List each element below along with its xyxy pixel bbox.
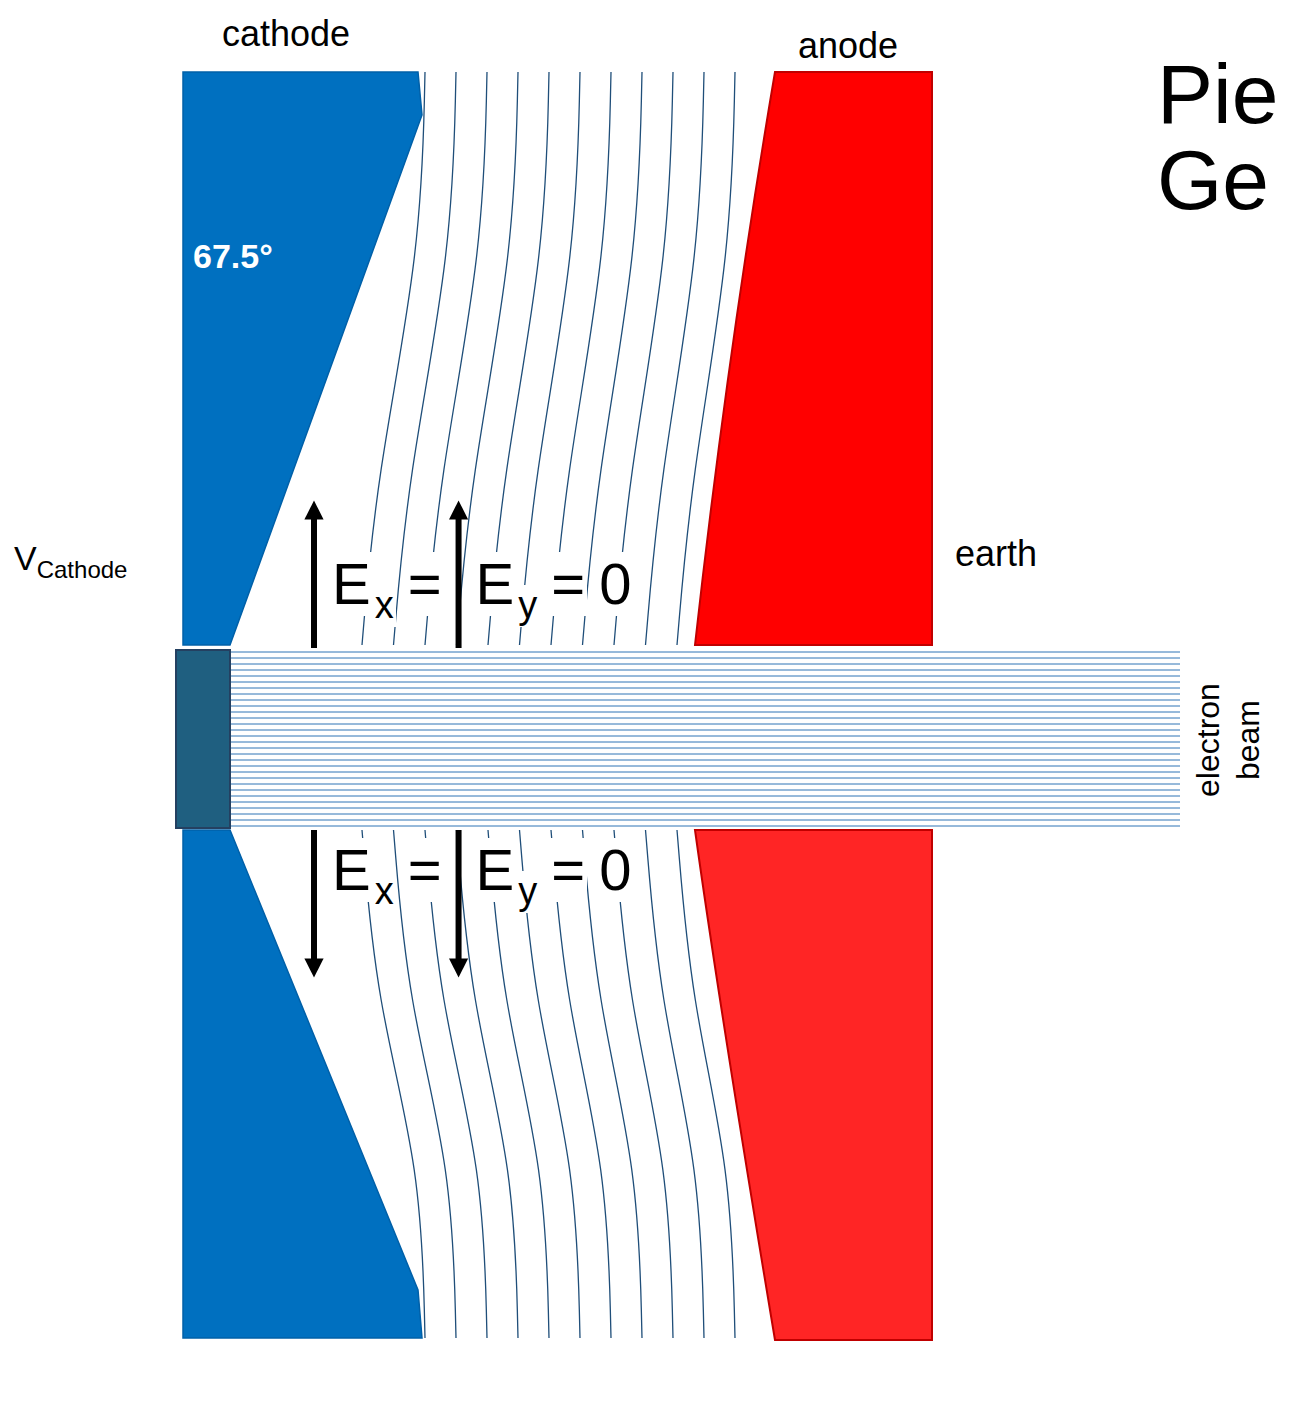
- potential-subscript: Cathode: [37, 557, 128, 583]
- beam-line: [230, 664, 1180, 665]
- beam-line: [230, 796, 1180, 797]
- field-arrow: [456, 510, 462, 648]
- beam-line: [230, 652, 1180, 653]
- beam-line: [230, 670, 1180, 671]
- beam-line: [230, 736, 1180, 737]
- beam-line: [230, 706, 1180, 707]
- anode-electrode: [695, 830, 932, 1340]
- equation-term: =: [406, 838, 444, 902]
- emitter: [176, 650, 230, 828]
- beam-line: [230, 712, 1180, 713]
- equation-term: E: [474, 552, 517, 616]
- beam-line: [230, 766, 1180, 767]
- field-arrow: [311, 830, 317, 968]
- equation-term: E: [474, 838, 517, 902]
- field-line: [457, 72, 519, 645]
- field-line: [583, 72, 643, 645]
- beam-line: [230, 808, 1180, 809]
- subscript: x: [373, 585, 396, 627]
- beam-line: [230, 778, 1180, 779]
- beam-line: [230, 682, 1180, 683]
- cathode-electrode: [183, 830, 422, 1338]
- anode-electrode: [695, 72, 932, 645]
- subscript: x: [373, 871, 396, 913]
- field-line: [646, 72, 705, 645]
- beam-line: [230, 700, 1180, 701]
- field-condition: Ex=Ey=0: [330, 552, 633, 616]
- beam-line: [230, 742, 1180, 743]
- part-name: cathode: [222, 14, 350, 54]
- beam-line: [230, 790, 1180, 791]
- beam-line: [230, 826, 1180, 827]
- beam-line: [230, 760, 1180, 761]
- part-name: anode: [798, 26, 898, 66]
- field-line: [488, 830, 549, 1338]
- potential-symbol: V: [14, 540, 37, 577]
- field-line: [646, 830, 705, 1338]
- field-arrow: [456, 830, 462, 968]
- beam-line: [230, 802, 1180, 803]
- field-condition: Ex=Ey=0: [330, 838, 633, 902]
- equation-term: =: [406, 552, 444, 616]
- beam-line: [230, 658, 1180, 659]
- field-arrow: [311, 510, 317, 648]
- slide-title: Pie Ge: [1157, 52, 1305, 223]
- field-line: [614, 830, 673, 1338]
- beam-line: [230, 820, 1180, 821]
- beam-line: [230, 718, 1180, 719]
- beam-line: [230, 748, 1180, 749]
- field-line: [457, 830, 519, 1338]
- beam-line: [230, 688, 1180, 689]
- potential-label-group: VCathode: [14, 540, 127, 577]
- equation-term: 0: [597, 838, 633, 902]
- beam-line: [230, 754, 1180, 755]
- electron-beam-lines: [230, 652, 1180, 826]
- beam-line: [230, 694, 1180, 695]
- equation-term: 0: [597, 552, 633, 616]
- equation-term: E: [330, 838, 373, 902]
- equation-term: =: [549, 552, 587, 616]
- equation-term: E: [330, 552, 373, 616]
- angle-label: 67.5°: [193, 238, 273, 275]
- beam-line: [230, 784, 1180, 785]
- beam-line: [230, 724, 1180, 725]
- field-line: [551, 830, 611, 1338]
- beam-line: [230, 730, 1180, 731]
- beam-line: [230, 814, 1180, 815]
- beam-label: electron beam: [1188, 640, 1268, 840]
- cathode-electrode: [183, 72, 422, 645]
- subscript: y: [516, 871, 539, 913]
- field-line: [583, 830, 643, 1338]
- beam-line: [230, 772, 1180, 773]
- field-line: [425, 830, 487, 1338]
- subscript: y: [516, 585, 539, 627]
- beam-line: [230, 676, 1180, 677]
- potential-label: earth: [955, 534, 1037, 574]
- field-lines: [362, 72, 735, 1338]
- equation-term: =: [549, 838, 587, 902]
